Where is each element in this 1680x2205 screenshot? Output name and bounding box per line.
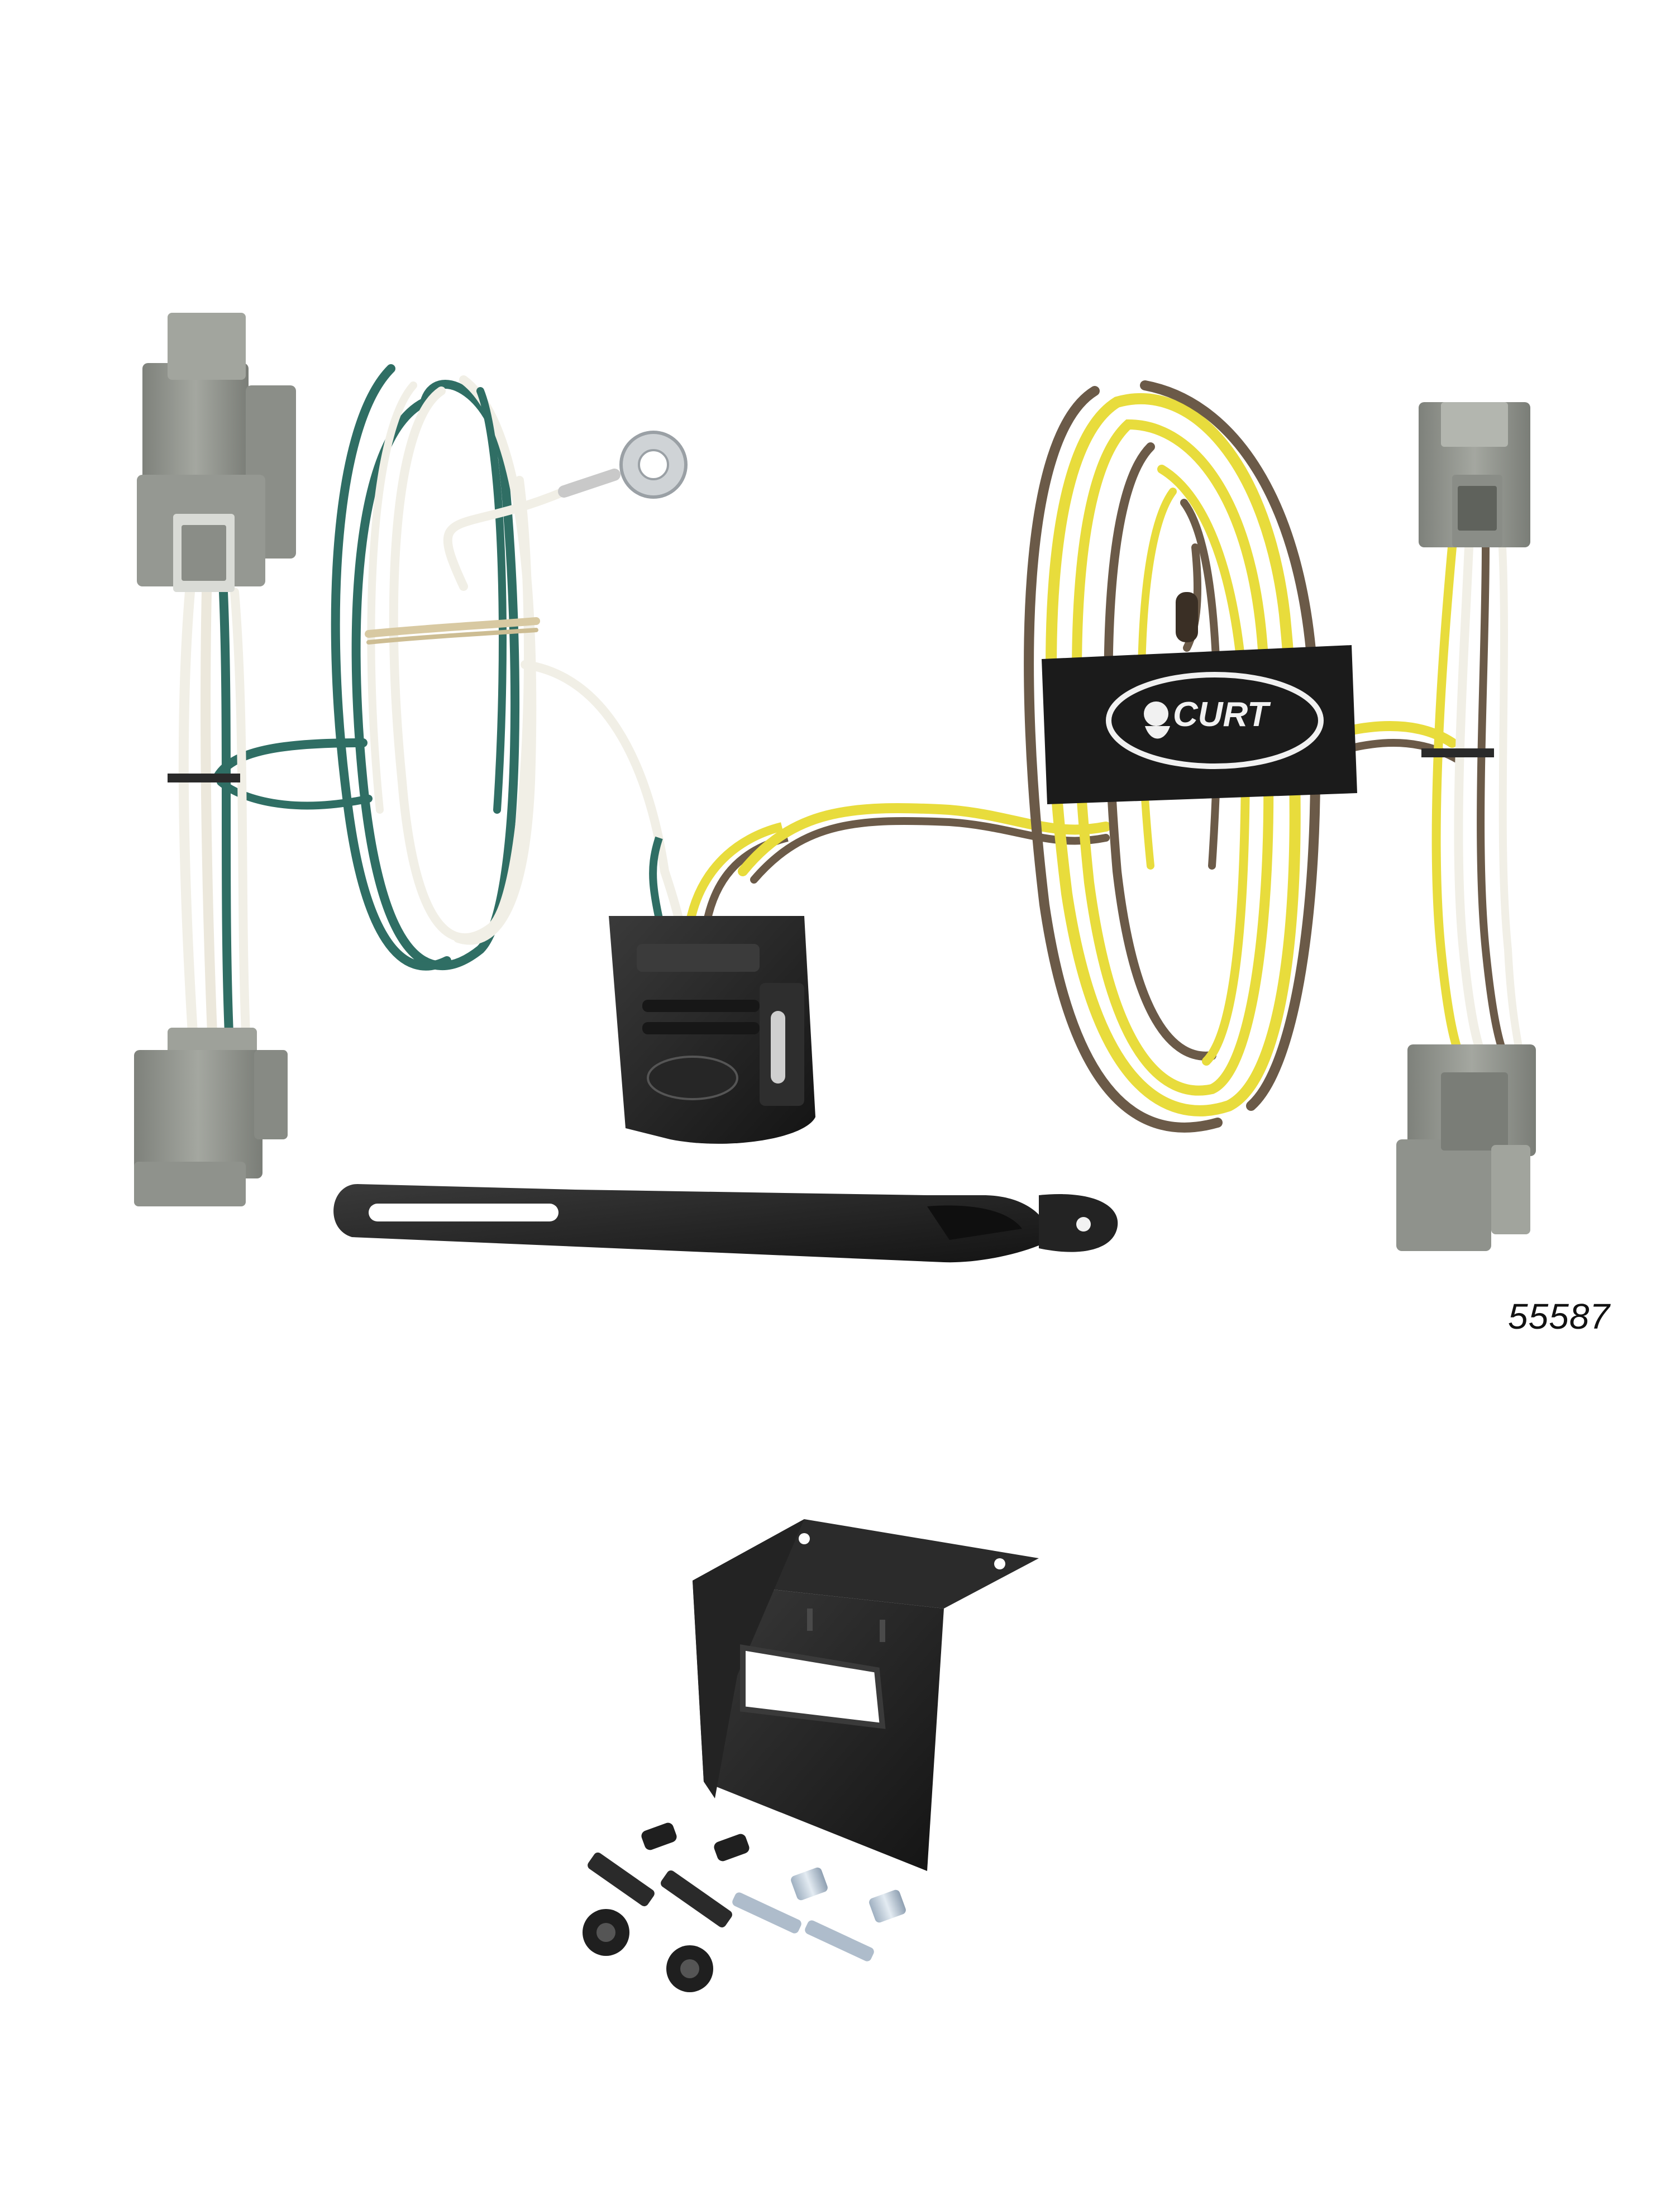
top-right-connector (1419, 402, 1530, 547)
ring-terminal (619, 431, 688, 499)
four-way-plug (609, 822, 815, 1144)
mounting-strap (333, 1184, 1118, 1263)
machine-screw-1 (588, 1822, 677, 1907)
hardware-kit (583, 1822, 906, 1992)
self-tapping-screw-1 (732, 1867, 828, 1934)
left-harness (134, 313, 689, 1206)
ground-wire (443, 469, 689, 948)
curt-logo-icon (1144, 701, 1168, 726)
top-left-connector (137, 313, 296, 592)
bottom-left-connector (134, 1028, 288, 1206)
part-number: 55587 (1508, 1296, 1610, 1337)
left-branch-wires (168, 587, 373, 1038)
mounting-bracket (693, 1519, 1039, 1871)
machine-screw-2 (661, 1834, 750, 1927)
self-tapping-screw-2 (805, 1889, 906, 1961)
lock-nut-1 (583, 1909, 629, 1956)
curt-velcro-strap: CURT (1042, 645, 1357, 804)
curt-logo-text: CURT (1173, 695, 1271, 734)
yellow-brown-link (738, 803, 1111, 884)
lock-nut-2 (666, 1945, 713, 1992)
green-white-coil (331, 364, 540, 971)
right-branch-wires (1421, 543, 1523, 1054)
right-harness: CURT (738, 380, 1536, 1251)
bottom-right-connector (1396, 1044, 1536, 1251)
